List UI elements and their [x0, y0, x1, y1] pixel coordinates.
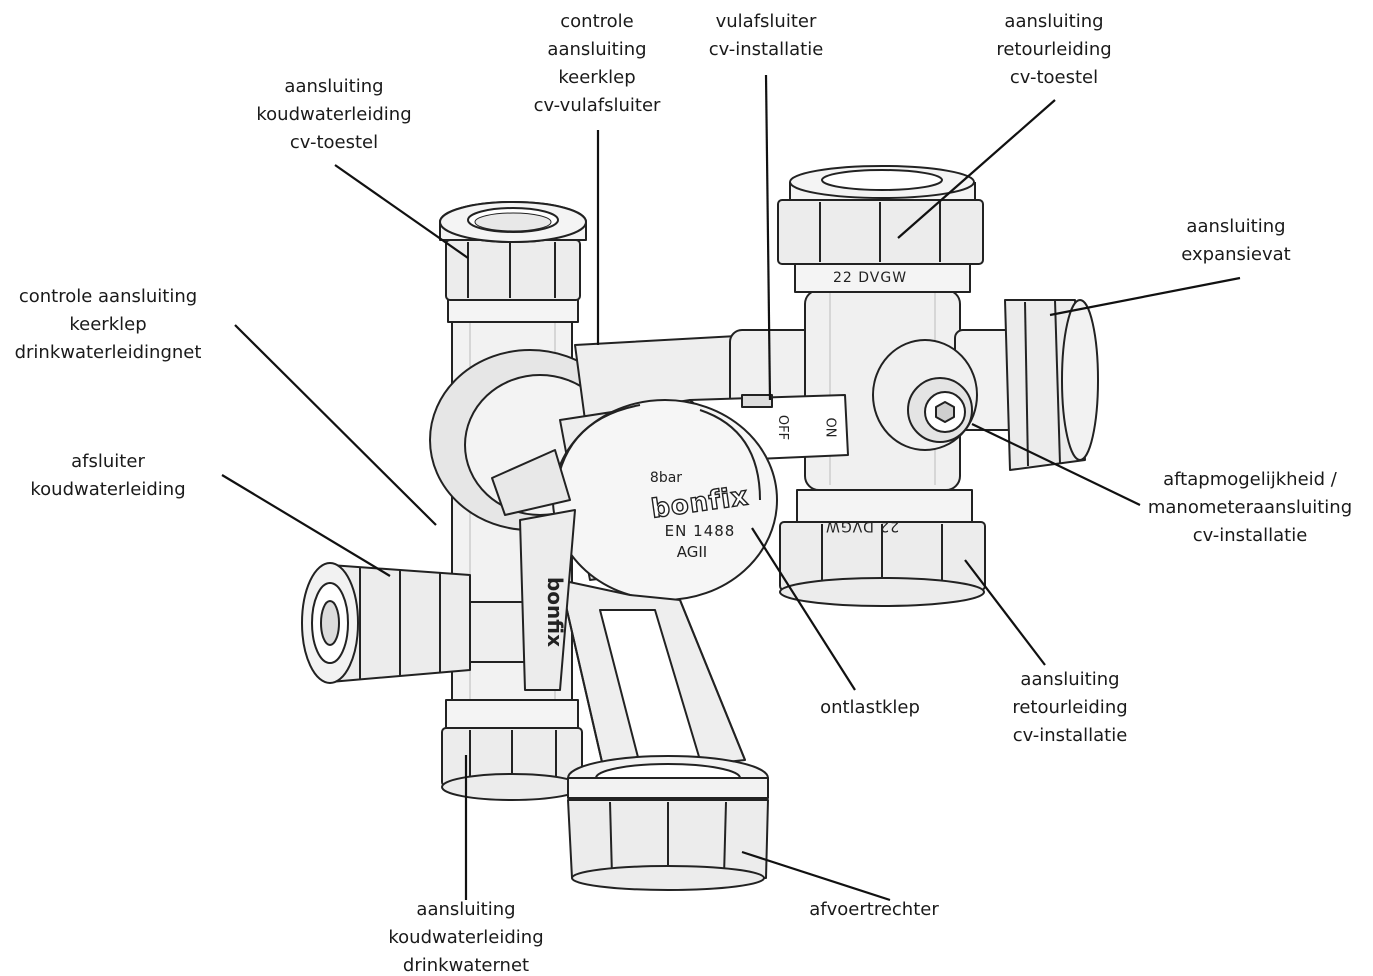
label-vulafsluiter: vulafsluiter cv-installatie	[708, 11, 824, 60]
class-marking: AGII	[676, 543, 708, 561]
bottom-right-nut	[779, 489, 986, 607]
label-afvoertrechter: afvoertrechter	[809, 899, 939, 920]
label-afsluiter-koud: afsluiter koudwaterleiding	[30, 451, 186, 500]
drain-plug	[872, 339, 978, 451]
label-ctrl-keerklep-drink: controle aansluiting keerklep drinkwater…	[14, 286, 202, 363]
leader-afsluiter-koud	[221, 474, 391, 577]
top-left-nut	[439, 201, 587, 323]
expansion-vessel-nut	[954, 299, 1099, 471]
label-expansievat: aansluiting expansievat	[1181, 216, 1291, 265]
label-koud-drinkwaternet: aansluiting koudwaterleiding drinkwatern…	[388, 899, 544, 976]
leader-aftap	[971, 423, 1141, 506]
leader-retour-installatie	[964, 559, 1046, 666]
pressure-marking: 8bar	[649, 470, 683, 486]
side-brand-marking: bonfix	[543, 576, 568, 648]
label-koud-toestel: aansluiting koudwaterleiding cv-toestel	[256, 76, 412, 153]
cap-bracket	[491, 449, 576, 691]
label-ontlastklep: ontlastklep	[820, 697, 920, 718]
funnel-nut	[567, 755, 769, 891]
leader-ontlastklep	[751, 527, 856, 691]
left-shutoff-knob	[301, 562, 531, 684]
leader-afvoertrechter	[741, 850, 891, 902]
leader-koud-toestel	[334, 164, 469, 259]
handle-off-marking: OFF	[775, 414, 791, 441]
leader-ctrl-keerklep-drink	[234, 324, 437, 526]
relief-valve-cap	[552, 399, 778, 601]
fitting-top-marking: 22 DVGW	[833, 270, 908, 286]
handle-on-marking: ON	[822, 417, 838, 438]
leader-expansievat	[1049, 276, 1241, 317]
drain-arm	[559, 579, 746, 776]
label-retour-toestel: aansluiting retourleiding cv-toestel	[996, 11, 1112, 88]
leader-retour-toestel	[897, 99, 1056, 239]
fitting-bottom-marking: 22 DVGW	[825, 518, 900, 534]
top-right-nut	[777, 165, 984, 293]
label-ctrl-keerklep-cv: controle aansluiting keerklep cv-vulafsl…	[533, 11, 661, 116]
standard-marking: EN 1488	[664, 522, 736, 540]
leader-vulafsluiter	[764, 74, 772, 401]
label-retour-installatie: aansluiting retourleiding cv-installatie	[1012, 669, 1128, 746]
label-aftap: aftapmogelijkheid / manometeraansluiting…	[1147, 469, 1353, 546]
leader-lines	[221, 74, 1241, 902]
bottom-left-nut	[441, 699, 583, 801]
